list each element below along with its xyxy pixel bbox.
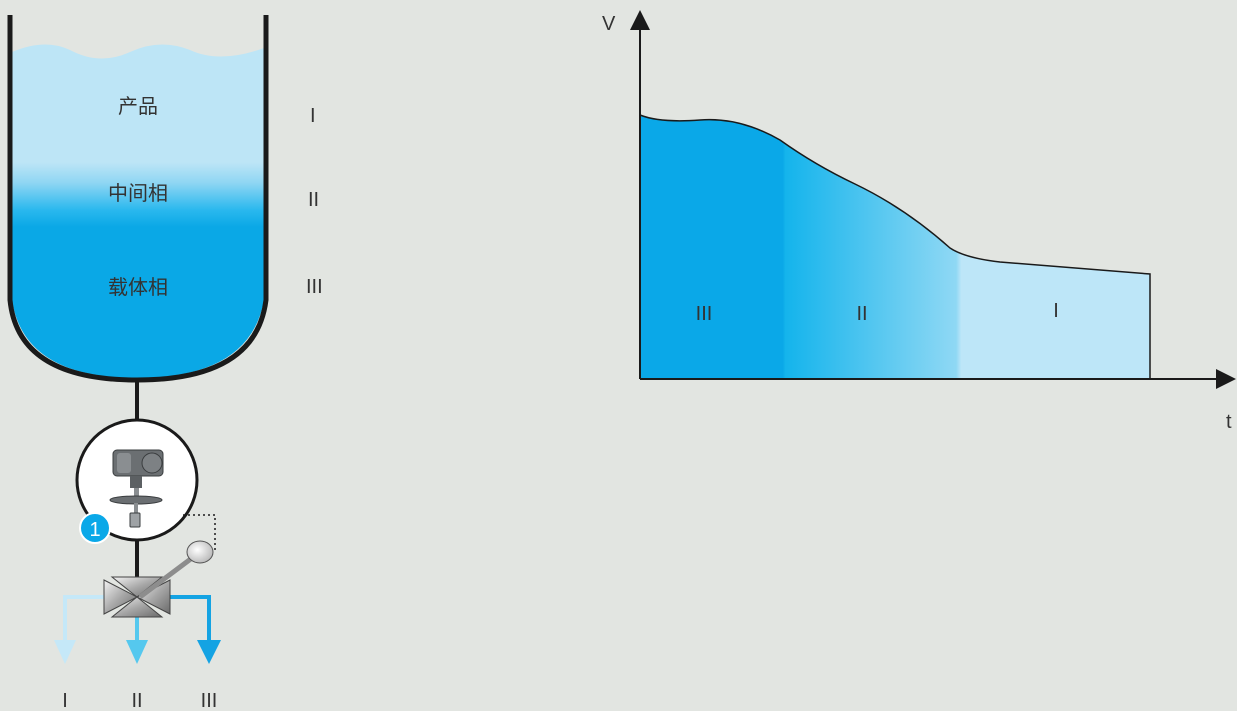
tank-roman-i: I xyxy=(310,105,316,127)
phase-label-interphase: 中间相 xyxy=(108,181,168,205)
instrument-badge-number: 1 xyxy=(89,519,100,541)
transmitter-icon xyxy=(109,449,164,528)
outlet-arrow-iii xyxy=(197,640,221,664)
volume-curve xyxy=(639,114,1151,379)
outlet-label-ii: II xyxy=(131,690,142,711)
outlet-label-iii: III xyxy=(201,690,218,711)
tank-liquid xyxy=(12,44,264,378)
outlet-arrow-i xyxy=(54,640,76,664)
tank-roman-iii: III xyxy=(306,276,323,298)
tank-roman-ii: II xyxy=(308,189,319,211)
y-axis-arrow xyxy=(630,10,650,30)
phase-label-product: 产品 xyxy=(118,94,158,118)
instrument-badge xyxy=(79,512,111,544)
outlet-branch-i xyxy=(63,595,104,640)
x-axis-arrow xyxy=(1216,369,1236,389)
y-axis-label: V xyxy=(602,13,616,35)
signal-line xyxy=(183,514,216,552)
valve-body-bottom xyxy=(110,596,164,618)
valve-actuator-ball xyxy=(186,540,214,564)
x-axis-label: t xyxy=(1226,411,1232,433)
graph-region-i: I xyxy=(1053,300,1059,322)
volume-time-graph: V t III II I xyxy=(602,10,1236,433)
valve-lever xyxy=(138,556,194,599)
valve-body-left xyxy=(103,579,139,615)
volume-area xyxy=(640,115,1150,379)
outlet-branch-iii xyxy=(170,595,211,640)
tank: 产品 中间相 载体相 xyxy=(7,15,269,383)
level-instrument: 1 xyxy=(75,418,216,552)
outlet-arrow-ii xyxy=(126,640,148,664)
three-way-valve xyxy=(54,540,221,664)
outlet-label-i: I xyxy=(62,690,68,711)
phase-label-carrier: 载体相 xyxy=(108,275,168,299)
graph-region-iii: III xyxy=(696,303,713,325)
graph-region-ii: II xyxy=(856,303,867,325)
